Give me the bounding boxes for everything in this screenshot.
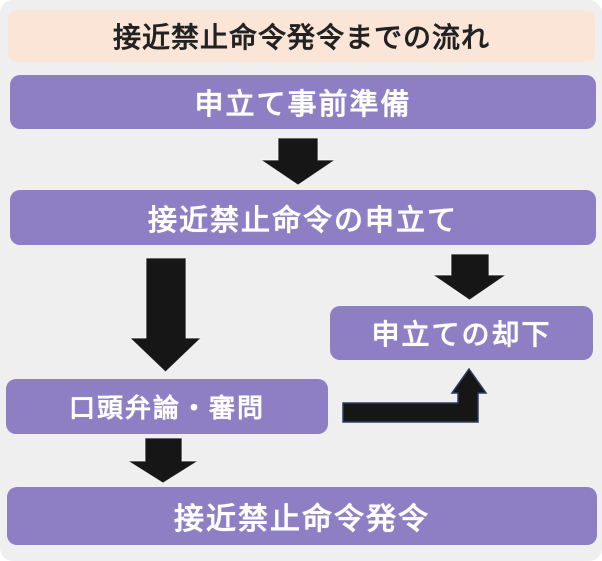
- step-preparation-label: 申立て事前準備: [194, 89, 412, 121]
- down-arrow-icon: [433, 254, 506, 300]
- flowchart-title: 接近禁止命令発令までの流れ: [112, 22, 490, 53]
- step-hearing-label: 口頭弁論・審問: [68, 393, 265, 423]
- down-arrow-icon: [261, 138, 335, 185]
- step-preparation-box: 申立て事前準備: [10, 75, 596, 129]
- rejection-label: 申立ての却下: [371, 319, 552, 350]
- step-issuance-box: 接近禁止命令発令: [7, 487, 597, 545]
- step-hearing-box: 口頭弁論・審問: [6, 379, 328, 434]
- elbow-up-right-arrow-icon: [342, 367, 488, 423]
- long-down-arrow-icon: [130, 258, 201, 372]
- step-application-label: 接近禁止命令の申立て: [147, 204, 458, 237]
- down-arrow-icon: [128, 438, 198, 483]
- flowchart-title-bar: 接近禁止命令発令までの流れ: [8, 10, 595, 62]
- step-issuance-label: 接近禁止命令発令: [174, 503, 430, 536]
- step-application-box: 接近禁止命令の申立て: [10, 190, 596, 245]
- rejection-box: 申立ての却下: [330, 306, 593, 360]
